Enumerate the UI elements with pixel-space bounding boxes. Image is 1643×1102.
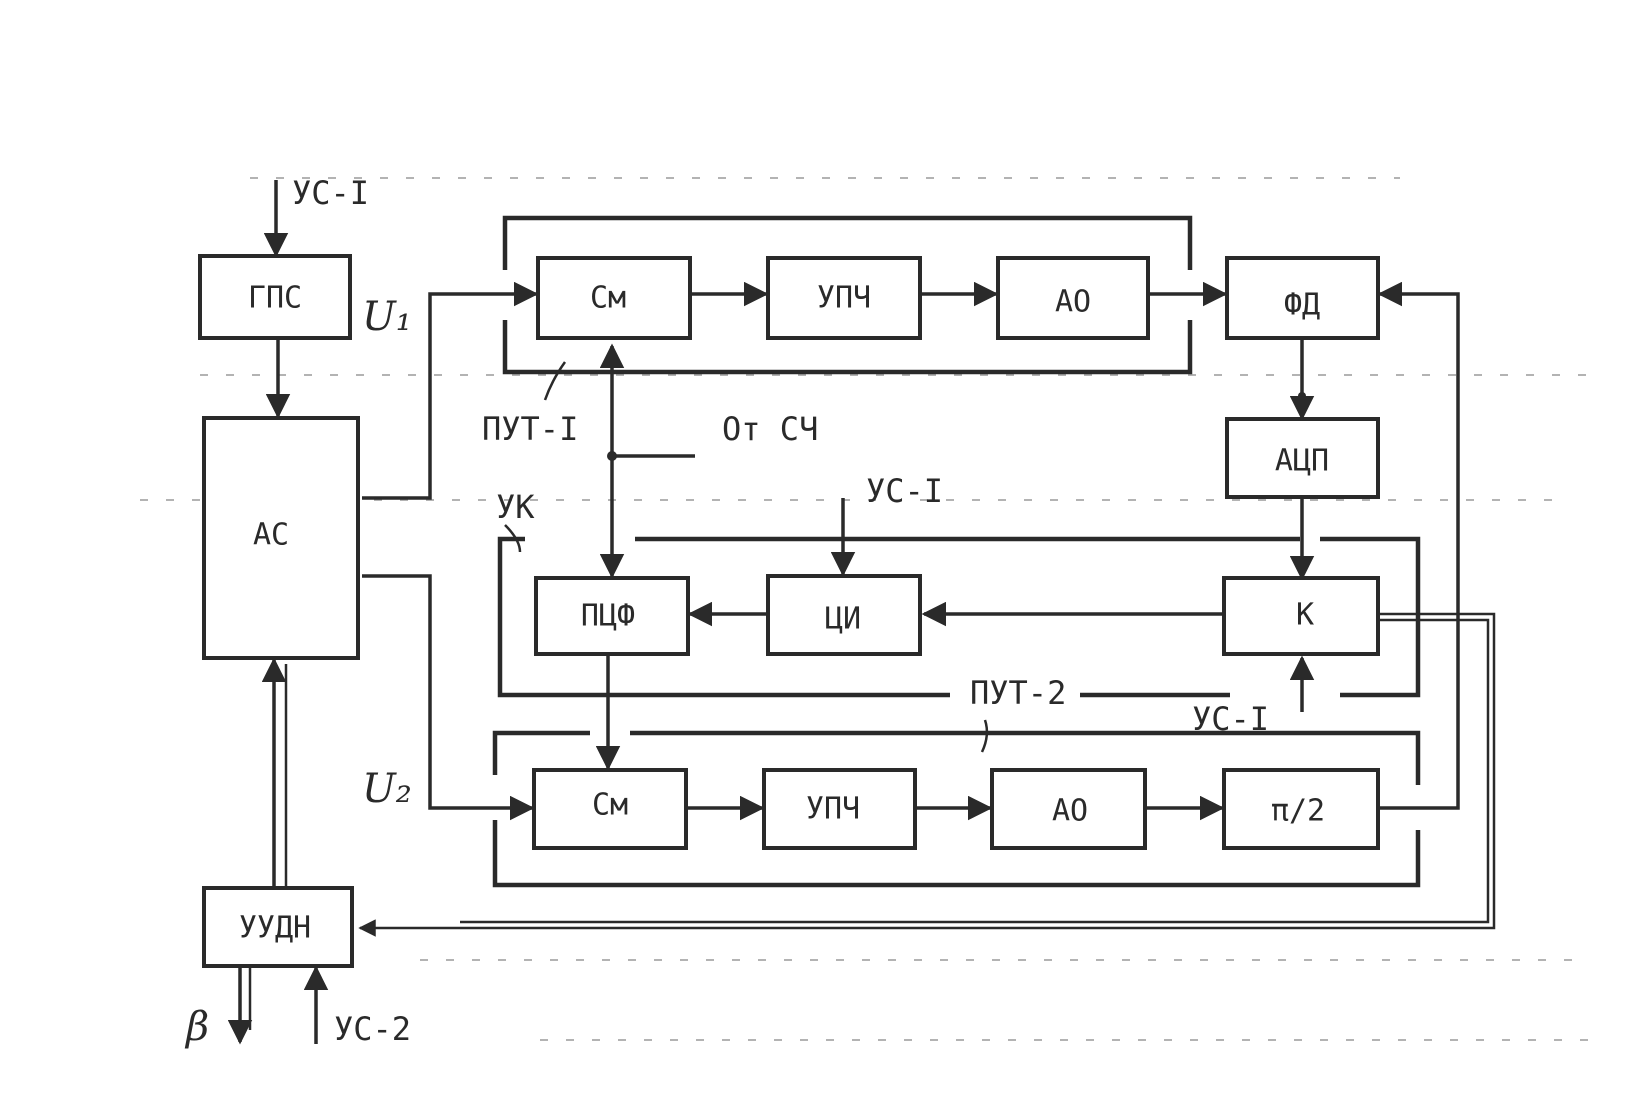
block-pcf: ПЦФ [534,576,690,656]
block-k: К [1222,576,1380,656]
block-fd-label: ФД [1284,288,1320,323]
block-pcf-label: ПЦФ [581,599,635,634]
put2-frame [492,730,1421,888]
scan-noise [140,177,1590,1041]
label-us2: УС-2 [334,1010,411,1048]
block-upch1-label: УПЧ [817,281,871,316]
block-ci-label: ЦИ [825,602,861,637]
block-ci: ЦИ [766,574,922,656]
label-ot-sch: От СЧ [722,410,818,448]
block-upch2-label: УПЧ [806,792,860,827]
block-gps: ГПС [198,254,352,340]
label-put2: ПУТ-2 [970,674,1066,712]
block-as-label: АС [253,518,289,553]
block-pi2-label: π/2 [1271,794,1325,829]
block-upch1: УПЧ [766,256,922,340]
block-upch2: УПЧ [762,768,917,850]
block-gps-label: ГПС [248,281,302,316]
connections [227,180,1496,1045]
block-sm1: См [536,256,692,340]
block-sm2: См [532,768,688,850]
block-fd: ФД [1225,256,1380,340]
label-us1-top: УС-I [292,174,369,212]
label-beta: β [184,1004,209,1050]
label-u1: U₁ [362,294,412,340]
block-uudn-label: УУДН [239,911,311,946]
uk-frame [497,536,1421,698]
label-us1-mid: УС-I [866,472,943,510]
block-acp: АЦП [1225,417,1380,499]
block-sm1-label: См [590,281,626,316]
label-u2: U₂ [362,766,412,812]
block-k-label: К [1296,598,1314,633]
block-ao2: АО [990,768,1147,850]
block-ao1-label: АО [1055,285,1091,320]
block-acp-label: АЦП [1275,444,1329,479]
block-sm2-label: См [592,788,628,823]
block-ao1: АО [996,256,1150,340]
block-uudn: УУДН [202,886,354,968]
block-pi2: π/2 [1222,768,1380,850]
put1-frame [502,215,1193,375]
label-uk: УК [496,488,535,526]
block-ao2-label: АО [1052,794,1088,829]
label-us1-bottom: УС-I [1192,700,1269,738]
label-put1: ПУТ-I [482,410,578,448]
block-as: АС [202,416,360,660]
